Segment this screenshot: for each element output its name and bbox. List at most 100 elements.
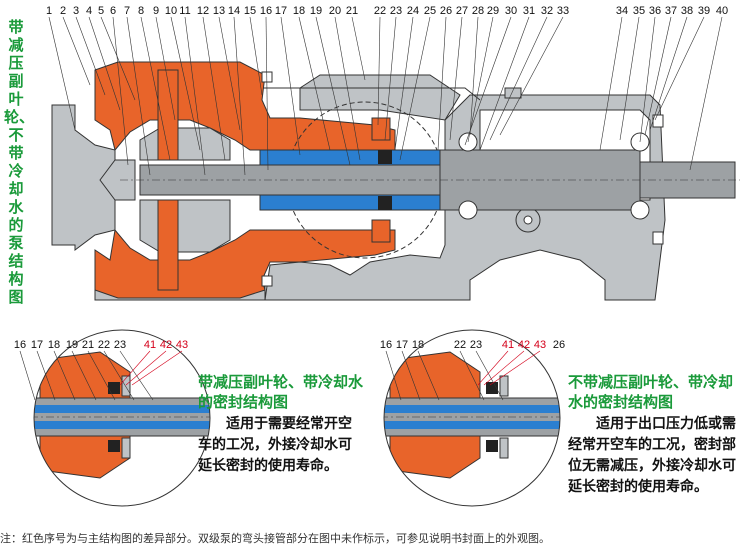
detail-diff-leader-line <box>125 350 167 386</box>
part-number-label: 30 <box>505 5 517 17</box>
leader-line <box>100 16 136 101</box>
part-number-label: 5 <box>98 5 104 17</box>
detail-diff-part-number: 43 <box>176 339 188 351</box>
part-number-label: 3 <box>73 5 79 17</box>
leader-line <box>140 16 171 161</box>
detail-leader-line <box>401 350 421 401</box>
detail-diff-part-number: 42 <box>518 339 530 351</box>
part-number-label: 28 <box>472 5 484 17</box>
part-number-label: 40 <box>716 5 728 17</box>
leader-line <box>202 16 226 161</box>
part-number-label: 13 <box>213 5 225 17</box>
detail-part-number: 18 <box>412 339 424 351</box>
detail-part-number: 16 <box>380 339 392 351</box>
detail-leader-line <box>71 350 97 401</box>
detail-part-number: 22 <box>454 339 466 351</box>
part-number-label: 9 <box>153 5 159 17</box>
part-number-label: 17 <box>275 5 287 17</box>
leader-line <box>689 16 723 171</box>
leader-line <box>649 16 688 131</box>
part-number-label: 25 <box>424 5 436 17</box>
detail-leader-line <box>385 350 402 401</box>
detail-part-number: 19 <box>66 339 78 351</box>
detail-left-text: 适用于需要经常开空车的工况，外接冷却水可延长密封的使用寿命。 <box>198 416 352 474</box>
part-number-label: 39 <box>698 5 710 17</box>
detail-part-number: 17 <box>396 339 408 351</box>
leader-line <box>155 16 176 121</box>
part-number-label: 37 <box>665 5 677 17</box>
detail-diff-part-number: 41 <box>144 339 156 351</box>
detail-left-caption: 带减压副叶轮、带冷却水的密封结构图 适用于需要经常开空车的工况，外接冷却水可延长… <box>198 372 363 477</box>
footnote: 注：红色序号为与主结构图的差异部分。双级泵的弯头接管部分在图中未作标示，可参见说… <box>0 532 550 545</box>
leader-line <box>644 16 672 136</box>
part-number-label: 23 <box>390 5 402 17</box>
detail-part-number: 26 <box>553 339 565 351</box>
detail-right-title: 不带减压副叶轮、带冷却水的密封结构图 <box>568 373 734 411</box>
part-number-label: 12 <box>197 5 209 17</box>
detail-diff-leader-line <box>131 350 183 386</box>
leader-line <box>265 16 269 171</box>
leader-line <box>394 16 414 151</box>
leader-line <box>479 16 530 151</box>
part-number-label: 10 <box>165 5 177 17</box>
part-number-label: 14 <box>228 5 240 17</box>
part-number-label: 29 <box>487 5 499 17</box>
part-number-label: 33 <box>557 5 569 17</box>
part-number-label: 32 <box>541 5 553 17</box>
detail-part-number: 22 <box>98 339 110 351</box>
part-number-label: 11 <box>179 5 190 17</box>
leader-line <box>280 16 301 156</box>
leader-line <box>599 16 623 151</box>
part-number-label: 27 <box>456 5 468 17</box>
leader-line <box>112 16 129 166</box>
leader-line <box>399 16 431 161</box>
main-section-drawing <box>51 61 740 301</box>
part-number-label: 19 <box>310 5 322 17</box>
leader-line <box>48 16 76 131</box>
part-number-label: 8 <box>138 5 144 17</box>
leader-line <box>170 16 201 151</box>
detail-leader-line <box>459 350 485 401</box>
part-number-label: 24 <box>407 5 419 17</box>
part-number-label: 36 <box>649 5 661 17</box>
part-number-label: 31 <box>523 5 535 17</box>
leader-line <box>351 16 366 81</box>
detail-right-text: 适用于出口压力低或需经常开空车的工况，密封部位无需减压，外接冷却水可延长密封的使… <box>568 416 736 495</box>
detail-part-number: 17 <box>31 339 43 351</box>
detail-leader-line <box>475 350 504 401</box>
part-number-label: 16 <box>260 5 272 17</box>
detail-part-number: 16 <box>14 339 26 351</box>
part-number-label: 35 <box>633 5 645 17</box>
part-number-label: 34 <box>616 5 628 17</box>
leader-line <box>619 16 640 141</box>
leader-line <box>62 16 91 86</box>
detail-left-drawing <box>33 329 211 507</box>
detail-diff-leader-line <box>483 350 525 386</box>
leader-line <box>377 16 381 126</box>
detail-part-number: 21 <box>82 339 94 351</box>
leader-line <box>334 16 361 161</box>
detail-leader-line <box>36 350 56 401</box>
detail-leader-line <box>103 350 135 401</box>
part-number-label: 6 <box>110 5 116 17</box>
part-number-label: 4 <box>86 5 92 17</box>
detail-part-number: 18 <box>48 339 60 351</box>
detail-leader-line <box>53 350 76 401</box>
leader-line <box>315 16 351 166</box>
part-number-label: 38 <box>681 5 693 17</box>
main-diagram-title: 带减压副叶轮、不带冷却水的泵结构图 <box>4 18 35 306</box>
leader-line <box>75 16 106 96</box>
part-number-label: 20 <box>329 5 341 17</box>
leader-line <box>88 16 121 111</box>
leader-line <box>467 16 494 143</box>
detail-part-number: 23 <box>114 339 126 351</box>
leader-line <box>126 16 151 176</box>
part-number-label: 1 <box>46 5 52 17</box>
leader-line <box>654 16 705 121</box>
detail-left-title: 带减压副叶轮、带冷却水的密封结构图 <box>198 373 364 411</box>
detail-right-drawing <box>383 329 561 507</box>
